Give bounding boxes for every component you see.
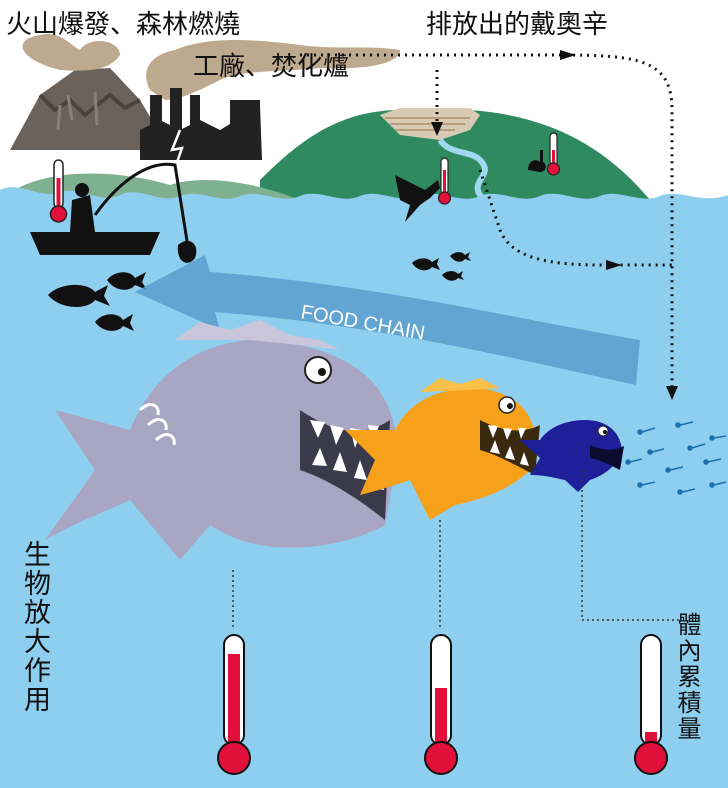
sources-label: 火山爆發、森林燃燒 <box>6 10 241 40</box>
dioxin-release-label: 排放出的戴奧辛 <box>426 10 609 40</box>
volcano-smoke <box>22 33 120 71</box>
thermometer-big-fish <box>217 634 251 775</box>
big-fish <box>45 320 397 560</box>
hooked-fish-icon <box>177 240 197 263</box>
bioaccumulation-label: 體內累積量 <box>673 612 701 742</box>
arrowhead-icon <box>606 260 622 270</box>
bird-icon <box>395 175 440 222</box>
rabbit-icon <box>528 150 546 172</box>
thermometer-icon <box>49 159 68 223</box>
thermometer-icon <box>437 157 452 205</box>
fishing-boat <box>30 162 192 261</box>
small-fish-school <box>48 252 471 331</box>
plankton <box>625 421 727 495</box>
arrowhead-icon <box>431 122 443 136</box>
food-chain-arrow <box>135 255 640 385</box>
lightning-icon <box>169 129 184 169</box>
small-fish <box>520 420 624 492</box>
measurement-lines <box>232 470 680 630</box>
thermometer-icon <box>546 132 561 176</box>
thermometer-mid-fish <box>424 634 458 775</box>
arrowhead-icon <box>666 386 678 400</box>
mid-fish <box>345 378 540 520</box>
biomagnification-label: 生物放大作用 <box>19 540 50 714</box>
arrowhead-icon <box>560 50 576 60</box>
factory <box>140 88 262 160</box>
factories-label: 工廠、焚化爐 <box>193 52 350 82</box>
thermometer-small-fish <box>634 634 668 775</box>
